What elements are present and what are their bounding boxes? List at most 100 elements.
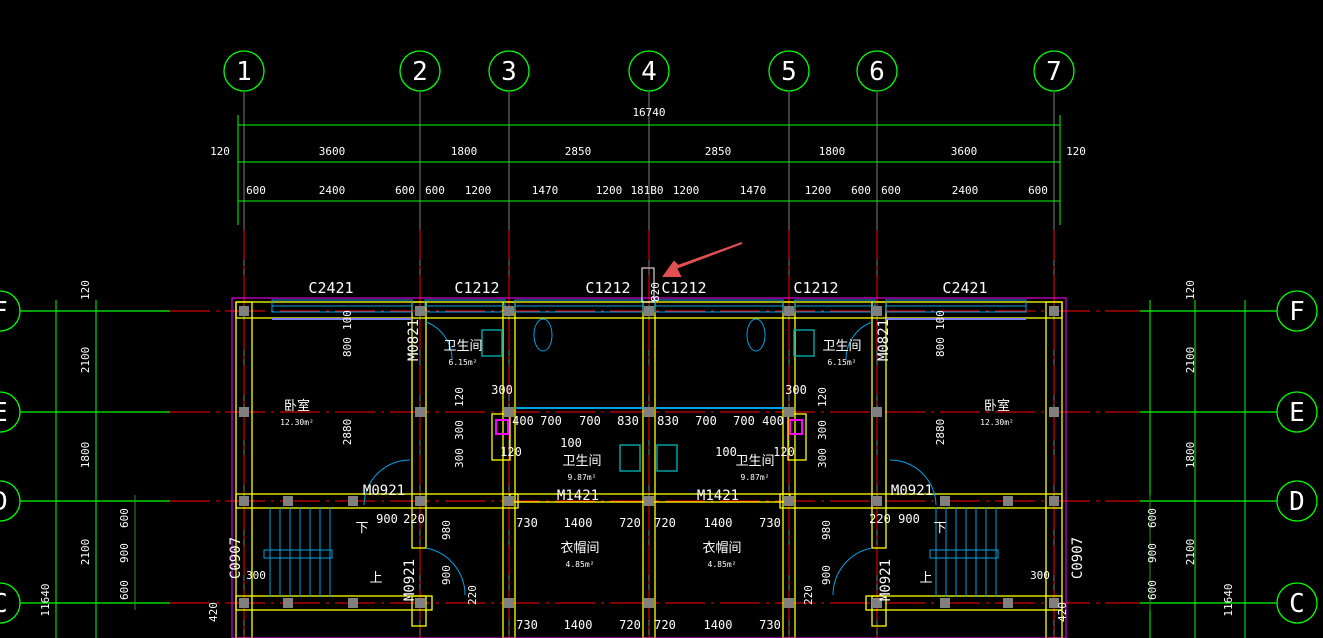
axis-bubble-row-right[interactable] <box>1276 480 1318 522</box>
dim-text: 2100 <box>1184 347 1197 374</box>
room-area: 9.87m² <box>568 473 597 482</box>
axis-bubble-row-left[interactable] <box>0 480 21 522</box>
dim-text: 300 <box>816 420 829 440</box>
dim-text: 820 <box>649 282 662 302</box>
dim-text: 720 <box>654 618 676 632</box>
dim-text: 600 <box>118 580 131 600</box>
dim-text: 980 <box>440 520 453 540</box>
highlighted-element[interactable] <box>641 267 655 303</box>
axis-bubble-row-right-label: C <box>1289 589 1305 619</box>
dim-text: 1200 <box>805 184 832 197</box>
dim-text: 730 <box>516 618 538 632</box>
stair-direction-label: 上 <box>919 571 932 586</box>
axis-bubble-column[interactable] <box>1033 50 1075 92</box>
dim-text: 900 <box>1146 543 1159 563</box>
room-name: 衣帽间 <box>560 540 599 556</box>
sink-icon <box>793 329 815 357</box>
wall <box>782 301 796 638</box>
staircase <box>263 507 333 597</box>
wall <box>491 413 511 461</box>
dim-text: 900 <box>898 512 920 526</box>
dim-text: 420 <box>207 602 220 622</box>
wall <box>871 595 887 627</box>
dim-text: 1800 <box>1184 442 1197 469</box>
sink-icon <box>481 329 503 357</box>
shaft <box>495 419 509 435</box>
door-swing <box>845 321 873 361</box>
structural-column <box>239 598 249 608</box>
outline <box>231 297 1067 638</box>
wall <box>871 301 887 549</box>
dim-text: 600 <box>395 184 415 197</box>
axis-bubble-column[interactable] <box>488 50 530 92</box>
axis-bubble-row-left[interactable] <box>0 582 21 624</box>
dim-text: 120 <box>453 387 466 407</box>
structural-column <box>504 496 514 506</box>
toilet-icon <box>533 318 553 352</box>
wall <box>502 301 516 638</box>
room-area: 4.85m² <box>708 560 737 569</box>
axis-bubble-column[interactable] <box>628 50 670 92</box>
axis-bubble-row-right-label: D <box>1289 487 1305 517</box>
dim-text: 980 <box>820 520 833 540</box>
axis-bubble-column[interactable] <box>399 50 441 92</box>
axis-bubble-column[interactable] <box>223 50 265 92</box>
dim-text: 1200 <box>465 184 492 197</box>
shaft <box>789 419 803 435</box>
wall <box>235 595 433 611</box>
room-area: 6.15m² <box>828 358 857 367</box>
axis-bubble-row-right[interactable] <box>1276 290 1318 332</box>
door-swing <box>889 459 937 506</box>
dim-text: 730 <box>759 618 781 632</box>
dim-text: 2850 <box>705 145 732 158</box>
axis-bubble-row-left[interactable] <box>0 290 21 332</box>
axis-bubble-column-label: 7 <box>1046 57 1062 87</box>
dim-text: 2880 <box>934 419 947 446</box>
axis-bubble-column[interactable] <box>768 50 810 92</box>
structural-column <box>415 496 425 506</box>
dim-text: 181B0 <box>630 184 663 197</box>
dim-text: 700 <box>695 414 717 428</box>
dim-text: 600 <box>246 184 266 197</box>
axis-bubble-column-label: 6 <box>869 57 885 87</box>
dim-text: 600 <box>851 184 871 197</box>
dim-text: 900 <box>376 512 398 526</box>
dim-text: 2880 <box>341 419 354 446</box>
structural-column <box>872 407 882 417</box>
dim-text: 400 <box>512 414 534 428</box>
dim-text: 720 <box>619 516 641 530</box>
structural-column <box>1003 598 1013 608</box>
structural-column <box>348 598 358 608</box>
dim-text: 720 <box>654 516 676 530</box>
dim-text: 11640 <box>39 583 52 616</box>
room-name: 卫生间 <box>822 339 861 354</box>
dim-text: 600 <box>1146 580 1159 600</box>
labels: 1234567FFEEDDCC1674012036001800285028501… <box>0 57 1305 632</box>
room-area: 6.15m² <box>449 358 478 367</box>
annotation-arrow-icon <box>662 242 743 277</box>
structural-column <box>1049 598 1059 608</box>
dim-text: 220 <box>869 512 891 526</box>
structural-column <box>1049 407 1059 417</box>
axis-bubble-column-label: 5 <box>781 57 797 87</box>
axis-bubble-row-right-label: F <box>1289 297 1305 327</box>
door-label: M0921 <box>878 559 894 601</box>
axis-bubble-row-right[interactable] <box>1276 391 1318 433</box>
dim-text: 300 <box>785 383 807 397</box>
axis-bubble-row-left-label: D <box>0 487 8 517</box>
structural-column <box>784 598 794 608</box>
dim-text: 300 <box>453 420 466 440</box>
axis-bubble-row-right[interactable] <box>1276 582 1318 624</box>
dim-text: 730 <box>759 516 781 530</box>
door-label: M0921 <box>891 483 933 499</box>
dim-text: 300 <box>246 569 266 582</box>
dim-text: 600 <box>1028 184 1048 197</box>
axis-bubble-row-left[interactable] <box>0 391 21 433</box>
dim-text: 800 <box>341 337 354 357</box>
structural-column <box>644 407 654 417</box>
dim-text: 1400 <box>704 516 733 530</box>
dim-text: 300 <box>491 383 513 397</box>
axis-bubble-column[interactable] <box>856 50 898 92</box>
window-label: C1212 <box>585 279 630 297</box>
